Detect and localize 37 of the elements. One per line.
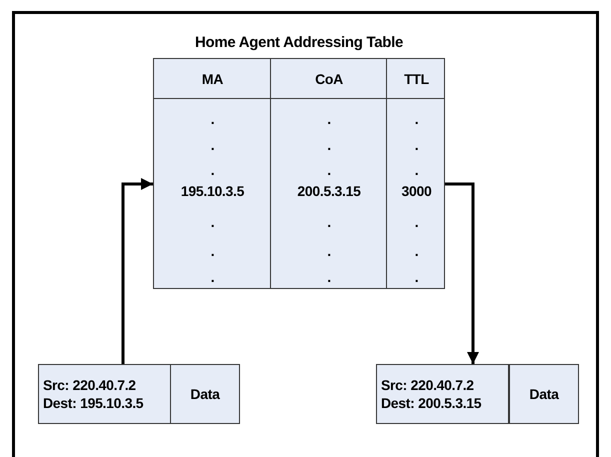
ellipsis-dot: . [414, 243, 418, 259]
packet-header [376, 364, 509, 424]
packet-field: Src: 220.40.7.2 [43, 376, 136, 394]
packet-field: Dest: 200.5.3.15 [381, 394, 482, 412]
ellipsis-dot: . [414, 162, 418, 178]
ellipsis-dot: . [327, 243, 331, 259]
table-title: Home Agent Addressing Table [194, 34, 404, 51]
packet-header [38, 364, 171, 424]
table-value: 195.10.3.5 [180, 183, 244, 199]
ellipsis-dot: . [327, 111, 331, 127]
column-header: CoA [315, 71, 343, 87]
ellipsis-dot: . [210, 111, 214, 127]
column-header: MA [202, 71, 224, 87]
arrow [445, 182, 479, 364]
column-header: TTL [404, 71, 429, 87]
packet-field: Src: 220.40.7.2 [381, 376, 474, 394]
table-value: 200.5.3.15 [297, 183, 361, 199]
ellipsis-dot: . [210, 214, 214, 230]
packet-payload [170, 364, 240, 424]
ellipsis-dot: . [327, 269, 331, 285]
ellipsis-dot: . [210, 137, 214, 153]
ellipsis-dot: . [327, 214, 331, 230]
ellipsis-dot: . [327, 162, 331, 178]
packet-payload [509, 364, 579, 424]
payload-text: Data [529, 385, 559, 403]
ellipsis-dot: . [414, 111, 418, 127]
payload-text: Data [190, 385, 220, 403]
ellipsis-dot: . [414, 269, 418, 285]
ellipsis-dot: . [210, 243, 214, 259]
table-value: 3000 [402, 183, 432, 199]
ellipsis-dot: . [414, 137, 418, 153]
packet-field: Dest: 195.10.3.5 [43, 394, 144, 412]
ellipsis-dot: . [210, 269, 214, 285]
ellipsis-dot: . [210, 162, 214, 178]
ellipsis-dot: . [414, 214, 418, 230]
arrow [122, 178, 153, 364]
ellipsis-dot: . [327, 137, 331, 153]
